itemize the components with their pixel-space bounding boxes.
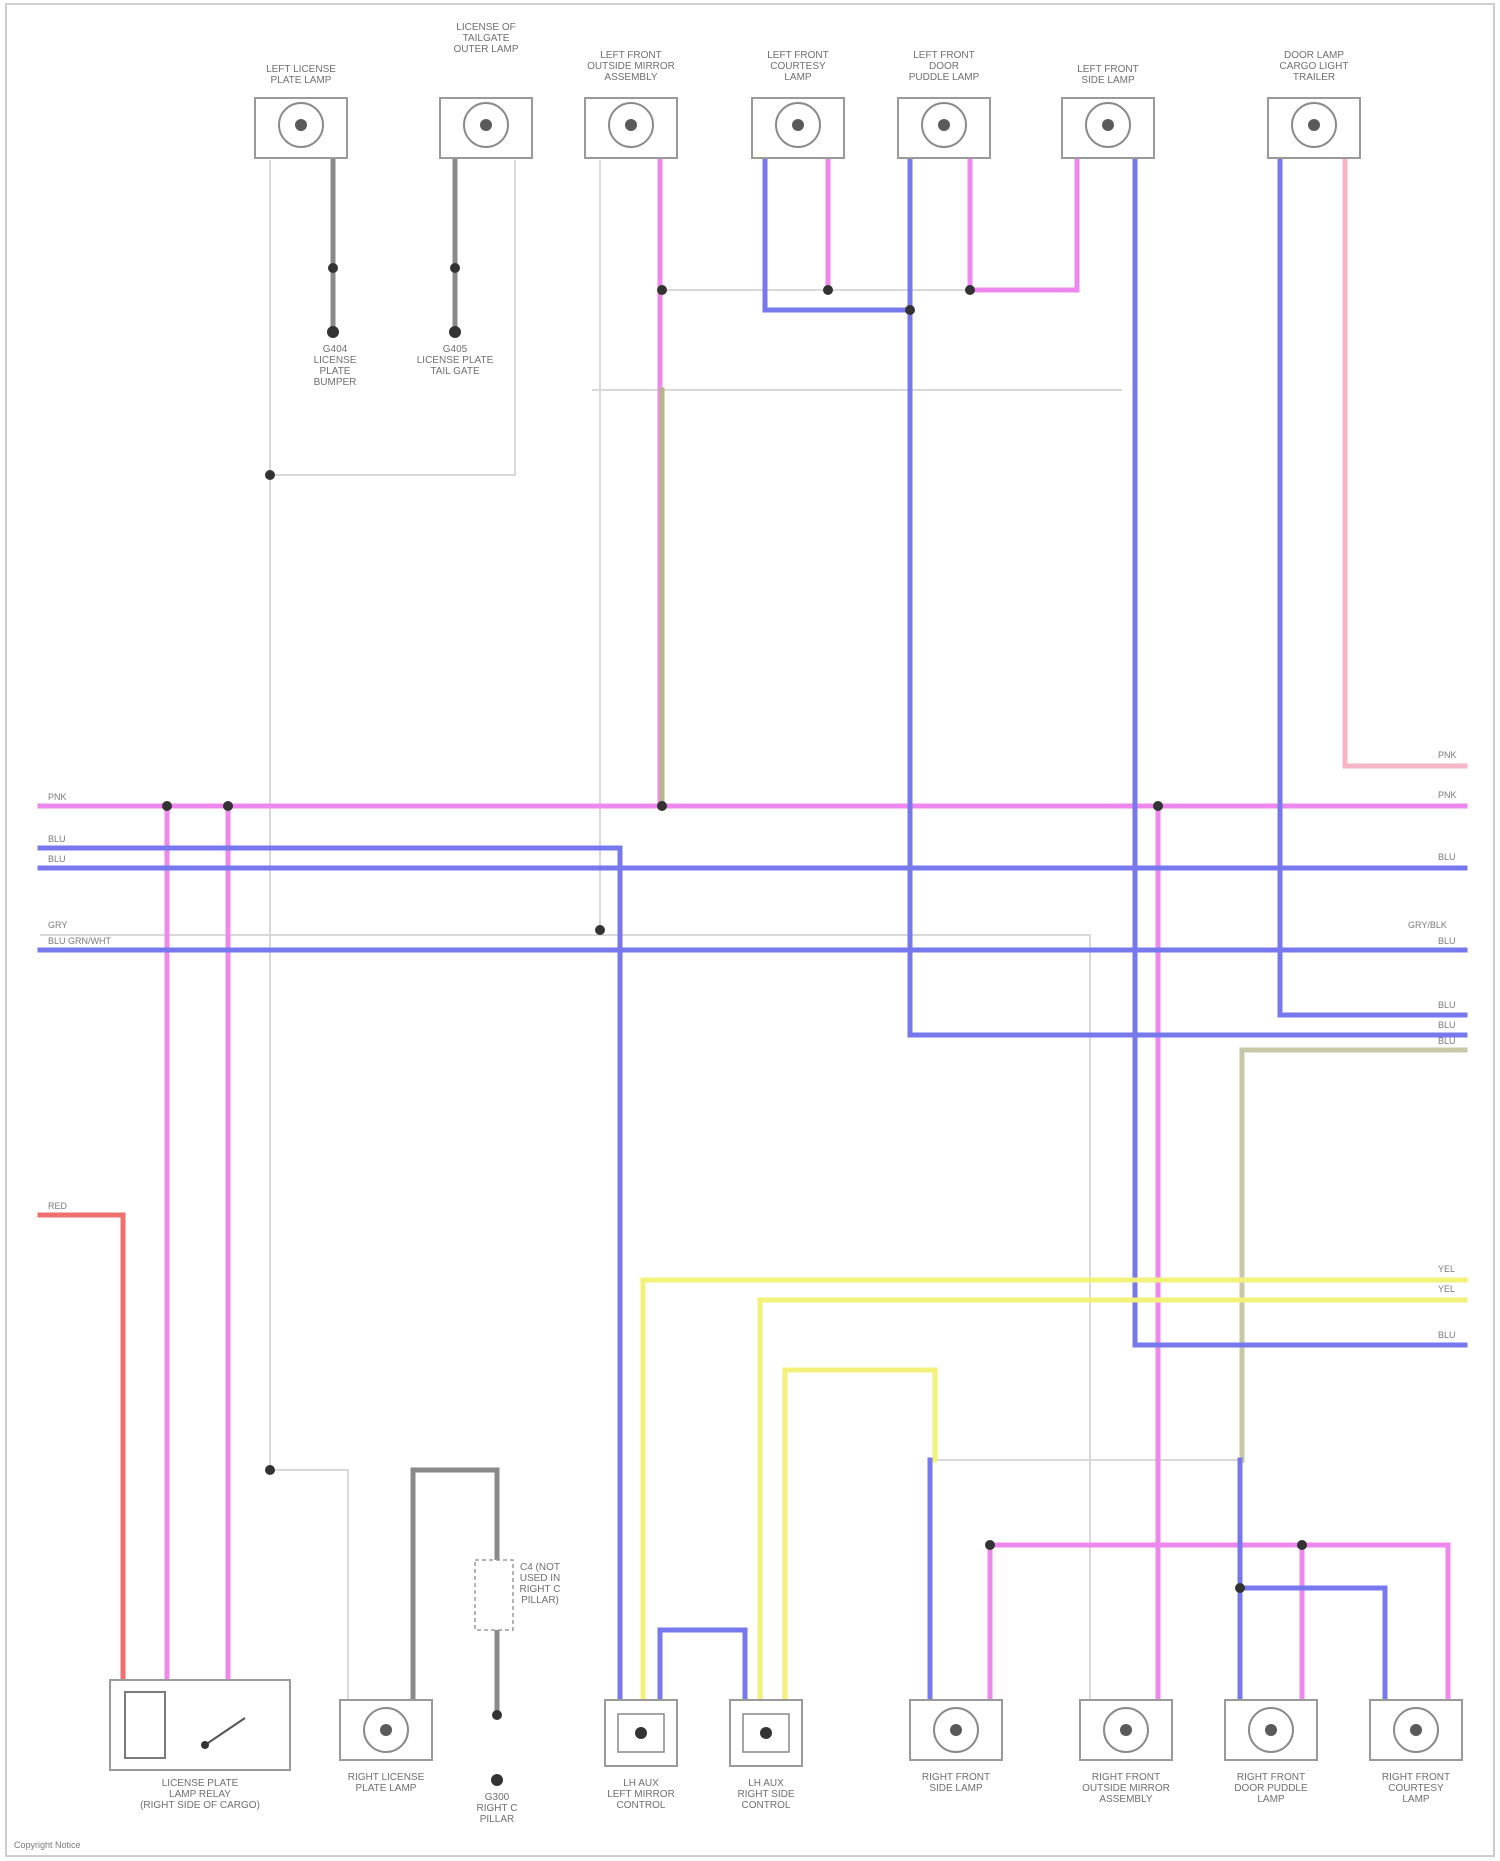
- lamp-left-courtesy: [752, 98, 844, 158]
- wire-label-right-light-red: PNK: [1438, 750, 1457, 760]
- lamp-left-puddle: [898, 98, 990, 158]
- ground-g300: [491, 1774, 503, 1786]
- wire-label-right-yellow-b: YEL: [1438, 1284, 1455, 1294]
- wire-label-right-gray: GRY/BLK: [1408, 920, 1447, 930]
- wire-label-right-yellow-a: YEL: [1438, 1264, 1455, 1274]
- red-wire: [40, 1215, 123, 1700]
- wire-label-gray: GRY: [48, 920, 67, 930]
- lamp-right-courtesy: [1370, 1700, 1462, 1760]
- wire-label-blue-1: BLU: [48, 834, 66, 844]
- wire-label-right-blue-a: BLU: [1438, 1000, 1456, 1010]
- light-red-wire: [1345, 160, 1465, 766]
- relay-license-plate: [110, 1680, 290, 1770]
- right-wire-labels: PNK PNK BLU GRY/BLK BLU BLU BLU BLU YEL …: [1408, 750, 1457, 1340]
- wire-label-red: RED: [48, 1201, 68, 1211]
- lamp-right-mirror: [1080, 1700, 1172, 1760]
- wire-label-blue-2: BLU: [48, 854, 66, 864]
- aux-right-side: [730, 1700, 802, 1766]
- wire-label-blue-gray: BLU GRN/WHT: [48, 936, 112, 946]
- wire-label-right-blue-b: BLU: [1438, 1020, 1456, 1030]
- wire-label-right-blue-low: BLU: [1438, 1330, 1456, 1340]
- aux-left-mirror: [605, 1700, 677, 1766]
- lamp-tailgate: [440, 98, 532, 158]
- lamp-right-license: [340, 1700, 432, 1760]
- left-wire-labels: PNK BLU BLU GRY BLU GRN/WHT RED: [48, 792, 112, 1211]
- lamp-left-side: [1062, 98, 1154, 158]
- lamp-right-puddle: [1225, 1700, 1317, 1760]
- wire-label-right-pink: PNK: [1438, 790, 1457, 800]
- lamp-cargo: [1268, 98, 1360, 158]
- lamp-right-side: [910, 1700, 1002, 1760]
- lamp-left-mirror: [585, 98, 677, 158]
- wire-label-right-blue-c: BLU: [1438, 1036, 1456, 1046]
- lamp-left-license: [255, 98, 347, 158]
- footer-text: Copyright Notice: [14, 1840, 81, 1850]
- wire-label-right-gray-b: BLU: [1438, 936, 1456, 946]
- wire-label-pink: PNK: [48, 792, 67, 802]
- wire-label-right-blue: BLU: [1438, 852, 1456, 862]
